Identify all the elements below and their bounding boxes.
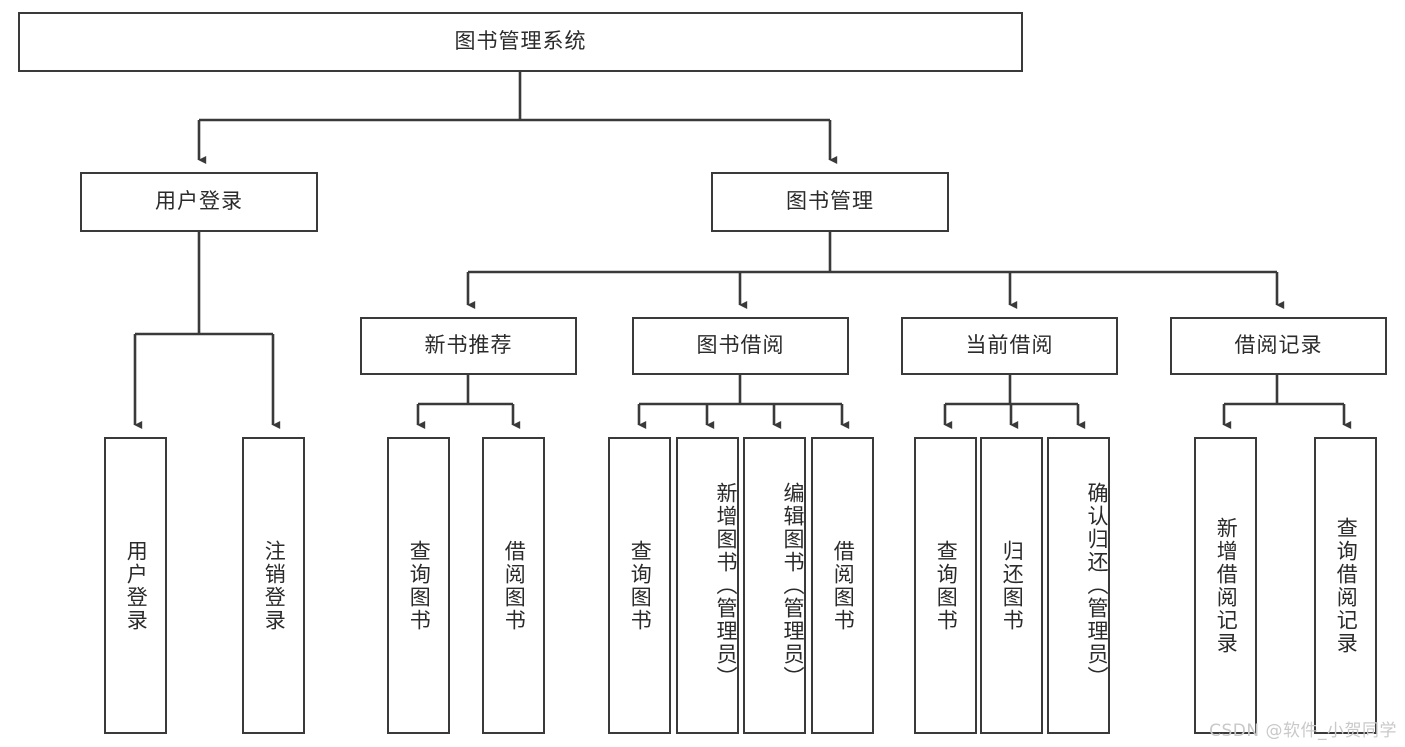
- node-book-borrowing-label: 图书借阅: [696, 333, 785, 358]
- leaf-newbook-borrow-books[interactable]: 借阅图书: [482, 437, 545, 734]
- node-current-borrowing[interactable]: 当前借阅: [901, 317, 1118, 375]
- leaf-bookborrow-query-books-label: 查询图书: [628, 539, 653, 632]
- leaf-bookborrow-borrow-books[interactable]: 借阅图书: [811, 437, 874, 734]
- leaf-currentborrow-confirm-return-admin[interactable]: 确认归还（管理员）: [1047, 437, 1110, 734]
- node-user-login[interactable]: 用户登录: [80, 172, 318, 232]
- node-book-management[interactable]: 图书管理: [711, 172, 949, 232]
- node-current-borrowing-label: 当前借阅: [965, 333, 1054, 358]
- leaf-user-login[interactable]: 用户登录: [104, 437, 167, 734]
- leaf-bookborrow-borrow-books-label: 借阅图书: [831, 539, 856, 632]
- node-root-book-management-system[interactable]: 图书管理系统: [18, 12, 1023, 72]
- node-book-management-label: 图书管理: [786, 189, 874, 214]
- leaf-borrowrecord-add-record[interactable]: 新增借阅记录: [1194, 437, 1257, 734]
- leaf-logout[interactable]: 注销登录: [242, 437, 305, 734]
- leaf-currentborrow-query-books[interactable]: 查询图书: [914, 437, 977, 734]
- leaf-newbook-query-books[interactable]: 查询图书: [387, 437, 450, 734]
- node-borrowing-record[interactable]: 借阅记录: [1170, 317, 1387, 375]
- leaf-borrowrecord-query-record-label: 查询借阅记录: [1334, 516, 1359, 655]
- leaf-bookborrow-add-book-admin-label: 新增图书（管理员）: [714, 482, 738, 689]
- leaf-bookborrow-add-book-admin[interactable]: 新增图书（管理员）: [676, 437, 739, 734]
- leaf-currentborrow-query-books-label: 查询图书: [934, 539, 959, 632]
- leaf-borrowrecord-add-record-label: 新增借阅记录: [1214, 516, 1239, 655]
- leaf-newbook-query-books-label: 查询图书: [407, 539, 432, 632]
- leaf-logout-label: 注销登录: [262, 539, 287, 632]
- node-book-borrowing[interactable]: 图书借阅: [632, 317, 849, 375]
- leaf-bookborrow-edit-book-admin[interactable]: 编辑图书（管理员）: [743, 437, 806, 734]
- csdn-watermark: CSDN @软件_小贺同学: [1209, 721, 1397, 741]
- leaf-user-login-label: 用户登录: [124, 539, 149, 632]
- leaf-borrowrecord-query-record[interactable]: 查询借阅记录: [1314, 437, 1377, 734]
- leaf-currentborrow-return-books-label: 归还图书: [1000, 539, 1025, 632]
- leaf-bookborrow-edit-book-admin-label: 编辑图书（管理员）: [781, 482, 805, 689]
- node-new-book-recommendation-label: 新书推荐: [424, 333, 513, 358]
- leaf-newbook-borrow-books-label: 借阅图书: [502, 539, 527, 632]
- leaf-currentborrow-confirm-return-admin-label: 确认归还（管理员）: [1085, 482, 1109, 689]
- node-borrowing-record-label: 借阅记录: [1234, 333, 1323, 358]
- node-root-label: 图书管理系统: [454, 29, 587, 54]
- node-new-book-recommendation[interactable]: 新书推荐: [360, 317, 577, 375]
- leaf-currentborrow-return-books[interactable]: 归还图书: [980, 437, 1043, 734]
- leaf-bookborrow-query-books[interactable]: 查询图书: [608, 437, 671, 734]
- node-user-login-label: 用户登录: [155, 189, 243, 214]
